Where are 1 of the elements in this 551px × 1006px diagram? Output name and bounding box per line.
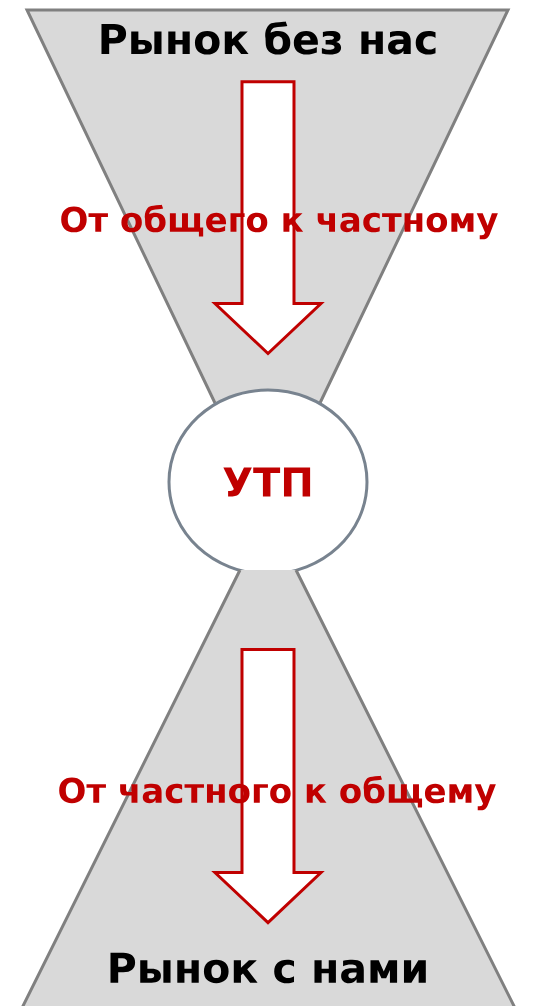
block-arrow bbox=[211, 648, 325, 925]
